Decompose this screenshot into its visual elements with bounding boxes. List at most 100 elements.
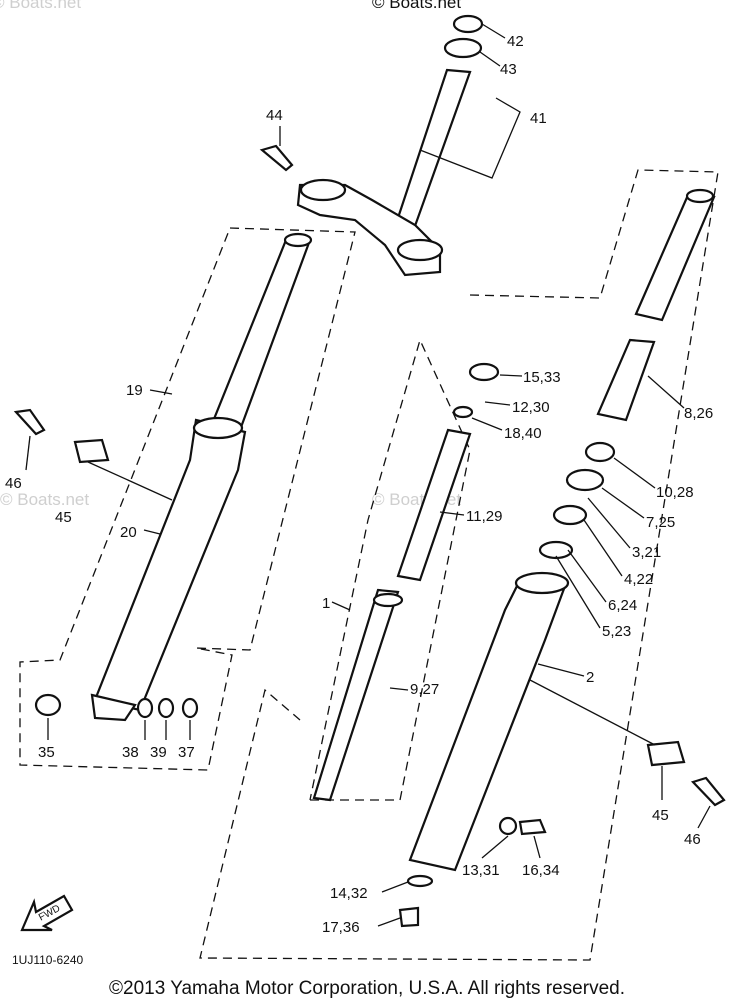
bolt-17 — [398, 906, 420, 928]
inner-fork-group-boundary — [309, 338, 471, 801]
callout-2: 2 — [586, 669, 594, 686]
outer-tube-right-seal — [514, 571, 570, 595]
nut-39 — [157, 697, 175, 719]
nut-37 — [181, 697, 199, 719]
leader-46-left — [25, 435, 31, 471]
leader-2 — [537, 663, 585, 677]
right-fork-group-boundary — [199, 169, 719, 961]
leader-9 — [389, 687, 409, 691]
callout-15-33: 15,33 — [523, 369, 561, 386]
bracket-clamp-right — [396, 238, 444, 262]
clamp-45-left — [73, 438, 110, 464]
callout-1: 1 — [322, 595, 330, 612]
callout-18-40: 18,40 — [504, 425, 542, 442]
leader-6 — [567, 549, 607, 603]
leader-13 — [481, 835, 509, 859]
leader-17 — [377, 917, 401, 927]
callout-42: 42 — [507, 33, 524, 50]
bolt-46-left — [13, 408, 46, 436]
callout-41: 41 — [530, 110, 547, 127]
ring-5 — [538, 540, 574, 560]
callout-45-left: 45 — [55, 509, 72, 526]
callout-7-25: 7,25 — [646, 514, 675, 531]
callout-37: 37 — [178, 744, 195, 761]
steering-stem — [390, 68, 472, 242]
copyright-notice: ©2013 Yamaha Motor Corporation, U.S.A. A… — [109, 978, 625, 999]
leader-19 — [149, 389, 173, 395]
leader-10 — [613, 457, 656, 489]
callout-9-27: 9,27 — [410, 681, 439, 698]
leader-1 — [331, 601, 351, 611]
washer-13 — [498, 816, 518, 836]
leader-43 — [479, 51, 501, 67]
callout-11-29: 11,29 — [466, 508, 502, 525]
callout-12-30: 12,30 — [512, 399, 550, 416]
cap-42 — [452, 14, 484, 34]
callout-16-34: 16,34 — [522, 862, 560, 879]
leader-14 — [381, 881, 409, 893]
clamp-45-right — [646, 740, 686, 767]
leader-7 — [601, 487, 645, 519]
callout-5-23: 5,23 — [602, 623, 631, 640]
leader-45-left — [87, 461, 173, 501]
ring-10 — [584, 441, 616, 463]
cap-bolt — [468, 362, 500, 382]
leader-46-right — [697, 805, 711, 829]
diagram-code: 1UJ110-6240 — [12, 953, 83, 967]
callout-44: 44 — [266, 107, 283, 124]
watermark-left: © Boats.net — [0, 490, 89, 509]
washer-38 — [136, 697, 154, 719]
leader-41 — [419, 97, 521, 179]
inner-tube-left-top — [283, 232, 313, 248]
callout-6-24: 6,24 — [608, 597, 637, 614]
bolt-44 — [259, 144, 294, 172]
ring-4 — [552, 504, 588, 526]
ring-7 — [565, 468, 605, 492]
axle-boss-left — [90, 693, 137, 722]
spacer-18 — [452, 405, 474, 419]
callout-39: 39 — [150, 744, 167, 761]
callout-19: 19 — [126, 382, 143, 399]
bracket-clamp-left — [299, 178, 347, 202]
bolt-16 — [518, 818, 547, 836]
leader-11 — [439, 511, 465, 516]
leader-2b — [529, 679, 656, 746]
inner-tube-right-top — [685, 188, 715, 204]
callout-14-32: 14,32 — [330, 885, 368, 902]
fwd-arrow-icon — [20, 894, 74, 932]
callout-35: 35 — [38, 744, 55, 761]
bolt-46-right — [690, 776, 726, 807]
outer-tube-left — [93, 418, 247, 712]
callout-43: 43 — [500, 61, 517, 78]
washer-14 — [406, 874, 434, 888]
callout-4-22: 4,22 — [624, 571, 653, 588]
watermark-top-left: © Boats.net — [0, 0, 81, 12]
callout-13-31: 13,31 — [462, 862, 500, 879]
ring-nut-43 — [443, 37, 483, 59]
callout-46-right: 46 — [684, 831, 701, 848]
leader-18 — [471, 417, 503, 431]
callout-46-left: 46 — [5, 475, 22, 492]
bolt-35 — [34, 693, 62, 717]
leader-15 — [499, 374, 523, 377]
leader-4 — [583, 519, 623, 577]
callout-20: 20 — [120, 524, 137, 541]
leader-5 — [555, 555, 601, 629]
leader-3 — [587, 497, 631, 549]
callout-10-28: 10,28 — [656, 484, 694, 501]
leader-42 — [481, 23, 506, 39]
left-fork-group-boundary — [19, 227, 356, 771]
inner-tube-right — [634, 193, 716, 322]
callout-8-26: 8,26 — [684, 405, 713, 422]
leader-16 — [533, 835, 541, 859]
fork-spring — [396, 428, 472, 582]
dust-seal-slide — [596, 338, 656, 422]
callout-45-right: 45 — [652, 807, 669, 824]
leader-8 — [647, 375, 685, 409]
inner-tube-left — [210, 238, 312, 432]
damper-rod-head — [372, 592, 404, 608]
leader-20 — [143, 529, 161, 535]
watermark-top: © Boats.net — [372, 0, 461, 12]
callout-17-36: 17,36 — [322, 919, 360, 936]
